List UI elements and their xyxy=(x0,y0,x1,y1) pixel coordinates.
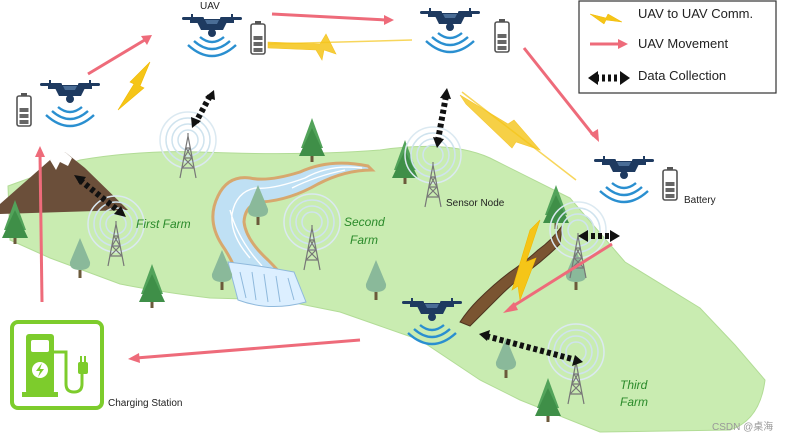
waterfall xyxy=(227,261,307,308)
third-farm-label-line1: Third xyxy=(620,378,648,392)
legend-data-collection-label: Data Collection xyxy=(638,68,726,83)
charging-station-label: Charging Station xyxy=(108,398,183,409)
farmland xyxy=(7,145,766,433)
data-collection-links xyxy=(74,88,620,366)
second-farm-label-line2: Farm xyxy=(350,233,378,247)
uav-label: UAV xyxy=(200,1,220,12)
sensor-node-label: Sensor Node xyxy=(446,198,505,209)
watermark: CSDN @桌海 xyxy=(712,420,773,433)
legend-data-collection-icon xyxy=(588,71,630,85)
uav-3 xyxy=(40,80,100,128)
battery-icon xyxy=(494,18,510,53)
third-farm-label-line2: Farm xyxy=(620,395,648,409)
legend: UAV to UAV Comm. UAV Movement Data Colle… xyxy=(578,0,777,94)
battery-icon xyxy=(662,166,678,201)
uav-1 xyxy=(182,14,242,58)
uav-4 xyxy=(594,156,654,204)
battery-icon xyxy=(16,92,32,127)
first-farm-label: First Farm xyxy=(136,217,191,231)
uav-2 xyxy=(420,8,480,54)
second-farm-label-line1: Second xyxy=(344,215,385,229)
battery-icon xyxy=(250,20,266,55)
mountain xyxy=(0,152,128,214)
legend-comm-icon xyxy=(589,13,623,25)
legend-movement-label: UAV Movement xyxy=(638,36,728,51)
battery-label: Battery xyxy=(684,195,716,206)
tree xyxy=(299,118,325,162)
legend-movement-icon xyxy=(590,39,628,49)
legend-comm-label: UAV to UAV Comm. xyxy=(638,6,753,21)
uav-movement-arrows xyxy=(35,12,613,363)
charging-station xyxy=(10,320,104,410)
